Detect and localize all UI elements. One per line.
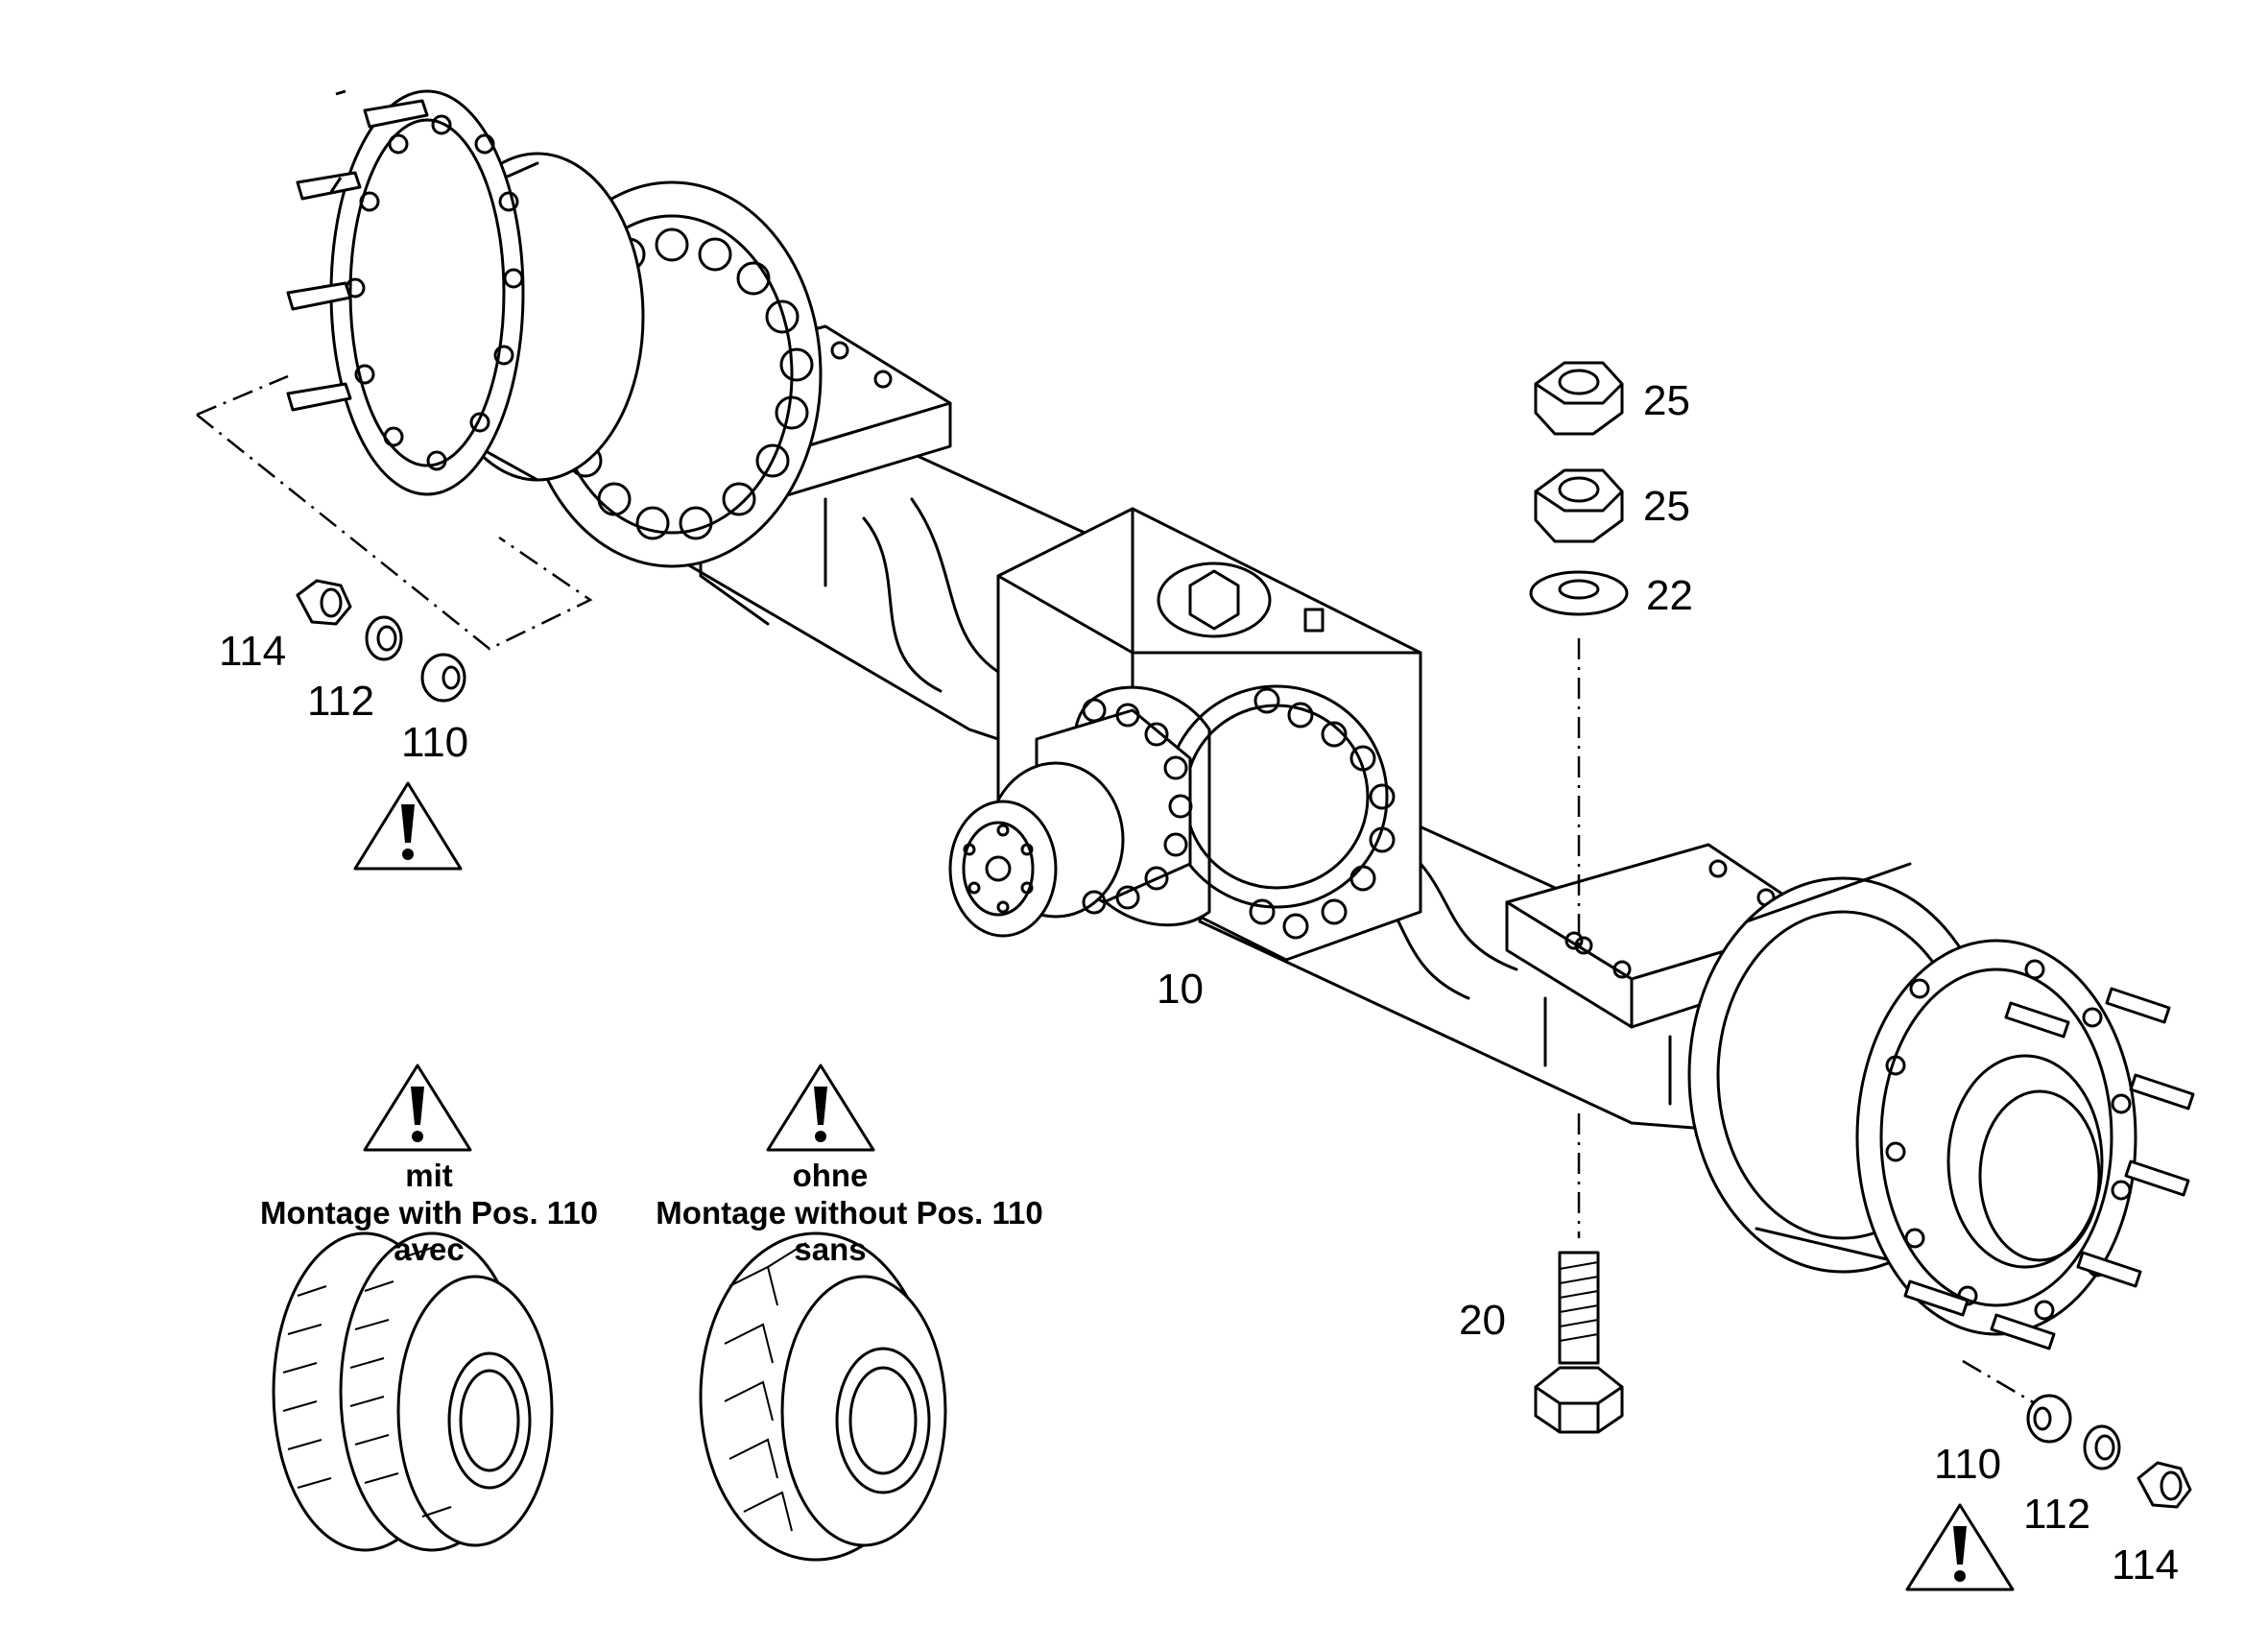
callout-axle: 10 — [1157, 966, 1204, 1013]
note-without-line1: ohne — [793, 1158, 869, 1193]
callout-right-nut: 114 — [2112, 1541, 2179, 1589]
callout-left-lockwasher: 112 — [307, 678, 374, 725]
note-with-line3: avec — [394, 1231, 464, 1267]
pinion-flange — [948, 698, 1193, 938]
nut-25-upper — [1534, 361, 1624, 436]
callout-nut-lower: 25 — [1643, 483, 1690, 530]
nut-25-lower — [1534, 468, 1624, 543]
callout-labels: 10 20 22 25 25 114 112 110 110 112 114 — [219, 377, 2179, 1589]
callout-left-spacer: 110 — [401, 719, 468, 766]
callout-right-lockwasher: 112 — [2023, 1491, 2090, 1538]
warning-triangle-icon — [1905, 1503, 2015, 1591]
single-tire-icon — [699, 1231, 947, 1562]
note-with-spacer: mit Montage with Pos. 110 avec — [260, 1158, 598, 1267]
note-with-line2: Montage with Pos. 110 — [260, 1195, 598, 1231]
note-without-line2: Montage without Pos. 110 — [656, 1195, 1042, 1231]
warning-triangle-icon — [766, 1063, 875, 1152]
callout-washer: 22 — [1646, 572, 1693, 619]
dual-tire-icon — [272, 1231, 554, 1552]
left-spacer-110 — [420, 653, 466, 703]
axle-assembly — [286, 89, 2195, 1350]
right-hub — [1687, 862, 2195, 1350]
washer-22 — [1529, 570, 1629, 616]
callout-left-nut: 114 — [219, 628, 286, 675]
bolt-20 — [1534, 1251, 1624, 1434]
callout-right-spacer: 110 — [1934, 1441, 2001, 1488]
callout-nut-upper: 25 — [1643, 377, 1690, 424]
right-spacer-110 — [2026, 1394, 2072, 1444]
right-lockwasher-112 — [2083, 1424, 2121, 1470]
warning-triangle-icon — [353, 781, 463, 871]
note-with-line1: mit — [405, 1158, 453, 1193]
note-without-line3: sans — [794, 1231, 866, 1267]
left-nut-114 — [296, 579, 352, 626]
right-nut-114 — [2137, 1461, 2192, 1509]
warning-triangle-icon — [363, 1063, 472, 1152]
manufacturer-logo — [1157, 562, 1272, 638]
left-hub — [286, 89, 823, 568]
bolt-stack — [1529, 361, 1629, 1434]
left-fastener-group — [196, 374, 593, 703]
callout-bolt: 20 — [1459, 1297, 1506, 1344]
note-without-spacer: ohne Montage without Pos. 110 sans — [656, 1158, 1042, 1267]
left-lockwasher-112 — [365, 615, 403, 661]
right-fastener-group — [1962, 1359, 2192, 1509]
